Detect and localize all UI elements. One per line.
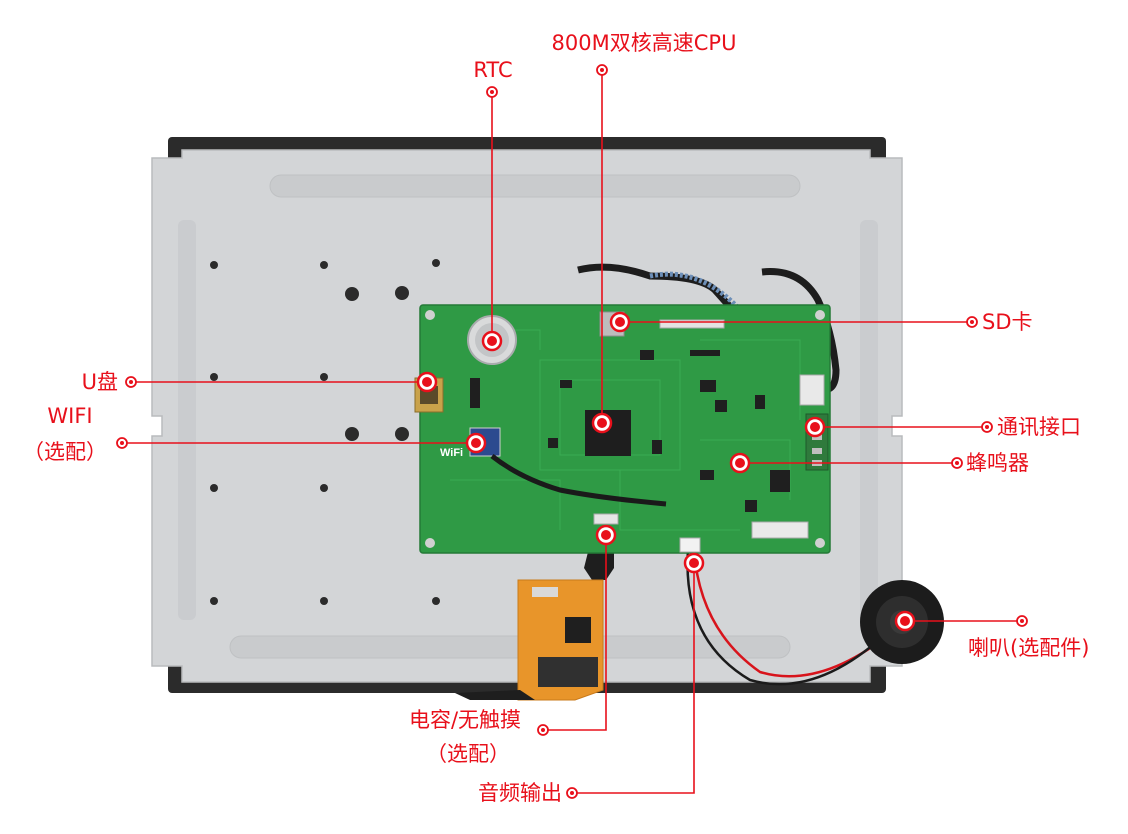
fpc-connector [532,587,558,597]
callout-rtc-label: RTC [473,58,513,82]
speaker-wire-black [686,549,897,686]
plate-groove-bottom [229,635,791,659]
callout-usb-label: U盘 [81,370,118,394]
callout-sd-label: SD卡 [982,310,1033,334]
touch-connector [593,513,619,525]
mounting-holes [210,259,440,605]
speaker-wire-red [692,549,893,678]
audio-connector [679,537,701,553]
callout-speaker-label: 喇叭(选配件) [968,636,1090,660]
callout-targets [416,311,916,632]
touch-controller-chip [565,617,591,643]
pcb-corner-holes [425,310,825,548]
leader-touch [544,535,607,731]
callout-buzzer-label: 蜂鸣器 [966,451,1029,475]
side-connector [799,374,825,406]
lvds-ribbon [649,271,742,312]
leader-audio [573,563,695,794]
callout-touch-label-line2: （选配） [426,742,510,766]
wifi-antenna [490,454,667,507]
pin-table-sticker [538,657,598,687]
plate-rail-right [860,220,878,620]
plate-groove-top [269,174,801,198]
wifi-badge: WiFi [440,447,463,459]
callout-comm-label: 通讯接口 [997,415,1081,439]
callout-leaders [124,70,1020,794]
callout-touch-label-line1: 电容/无触摸 [408,708,522,732]
plate-rail-left [178,220,196,620]
bottom-connector [751,521,809,539]
callout-cpu-label: 800M双核高速CPU [551,31,737,55]
callout-wifi-label-line2: （选配） [23,440,107,464]
callout-audio-label: 音频输出 [478,781,562,805]
lcd-connector [659,319,725,329]
small-components [470,350,790,512]
callout-wifi-label-line1: WIFI [47,404,93,428]
callout-end-dots [116,64,1028,799]
fpc-tail [455,690,535,700]
